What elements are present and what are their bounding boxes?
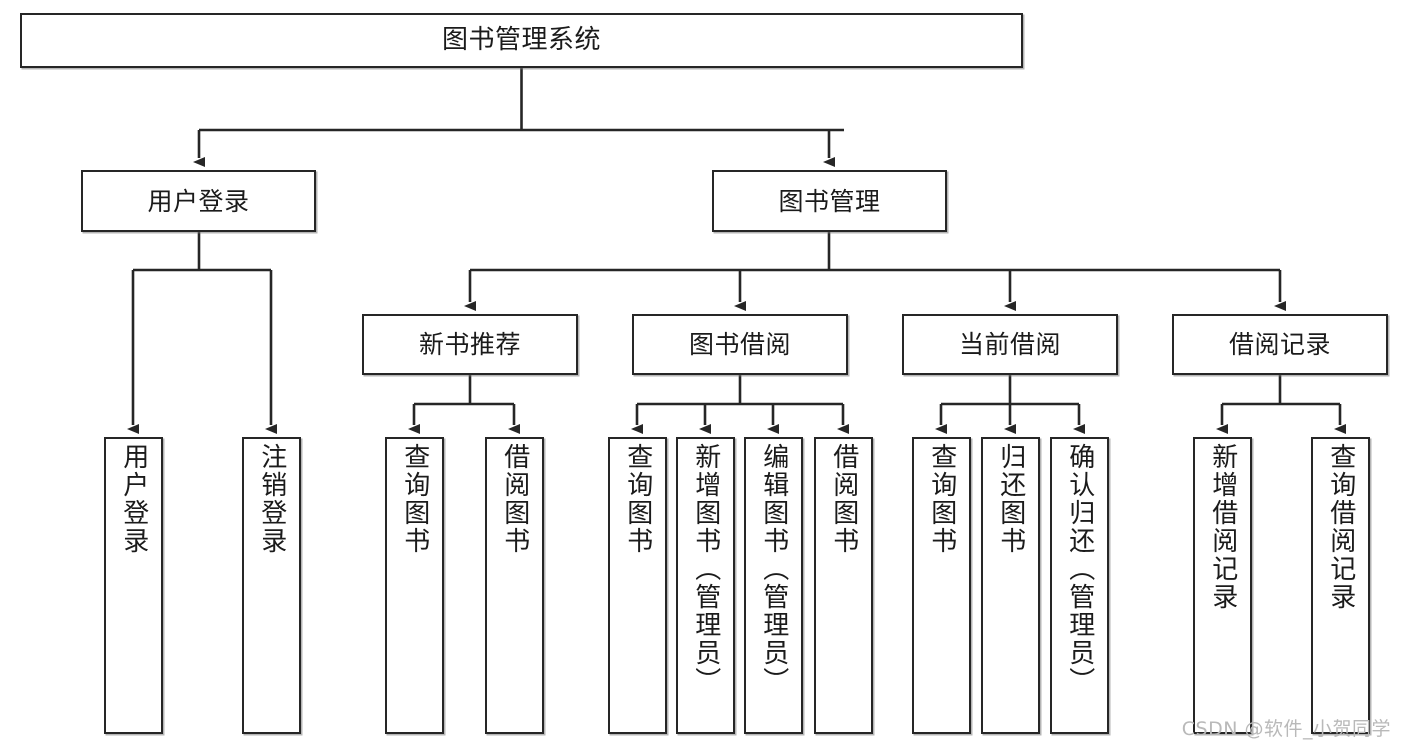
node-leaf-add-record[interactable]: 新增借阅记录 bbox=[1193, 437, 1252, 734]
node-book-borrow-label: 图书借阅 bbox=[688, 330, 791, 359]
node-book-manage-label: 图书管理 bbox=[778, 186, 881, 216]
node-leaf-query-book-1[interactable]: 查询图书 bbox=[385, 437, 444, 734]
node-leaf-user-login-label: 用户登录 bbox=[118, 443, 149, 555]
node-leaf-user-logout[interactable]: 注销登录 bbox=[242, 437, 301, 734]
node-book-borrow[interactable]: 图书借阅 bbox=[632, 314, 848, 375]
node-current-borrow[interactable]: 当前借阅 bbox=[902, 314, 1118, 375]
node-book-manage[interactable]: 图书管理 bbox=[712, 170, 947, 232]
csdn-watermark: CSDN @软件_小贺同学 bbox=[1181, 718, 1391, 740]
node-leaf-confirm-return-label: 确认归还（管理员） bbox=[1064, 443, 1095, 695]
node-leaf-query-book-2[interactable]: 查询图书 bbox=[608, 437, 667, 734]
node-leaf-return-book[interactable]: 归还图书 bbox=[981, 437, 1040, 734]
node-user-login[interactable]: 用户登录 bbox=[81, 170, 316, 232]
node-leaf-return-book-label: 归还图书 bbox=[995, 443, 1026, 555]
node-leaf-borrow-book-1[interactable]: 借阅图书 bbox=[485, 437, 544, 734]
node-borrow-record-label: 借阅记录 bbox=[1228, 330, 1331, 359]
node-leaf-query-book-2-label: 查询图书 bbox=[622, 443, 653, 555]
node-leaf-add-book[interactable]: 新增图书（管理员） bbox=[676, 437, 735, 734]
node-leaf-query-book-3-label: 查询图书 bbox=[926, 443, 957, 555]
node-leaf-edit-book-label: 编辑图书（管理员） bbox=[758, 443, 789, 695]
node-root-label: 图书管理系统 bbox=[441, 25, 601, 56]
node-new-book-recommend-label: 新书推荐 bbox=[418, 330, 521, 359]
node-leaf-borrow-book-2[interactable]: 借阅图书 bbox=[814, 437, 873, 734]
node-leaf-borrow-book-1-label: 借阅图书 bbox=[499, 443, 530, 555]
node-leaf-add-record-label: 新增借阅记录 bbox=[1207, 443, 1238, 611]
node-leaf-query-record[interactable]: 查询借阅记录 bbox=[1311, 437, 1370, 734]
node-borrow-record[interactable]: 借阅记录 bbox=[1172, 314, 1388, 375]
node-current-borrow-label: 当前借阅 bbox=[958, 330, 1061, 359]
node-leaf-query-book-1-label: 查询图书 bbox=[399, 443, 430, 555]
node-leaf-borrow-book-2-label: 借阅图书 bbox=[828, 443, 859, 555]
node-user-login-label: 用户登录 bbox=[147, 186, 250, 216]
node-leaf-user-login[interactable]: 用户登录 bbox=[104, 437, 163, 734]
node-leaf-edit-book[interactable]: 编辑图书（管理员） bbox=[744, 437, 803, 734]
node-new-book-recommend[interactable]: 新书推荐 bbox=[362, 314, 578, 375]
node-leaf-query-book-3[interactable]: 查询图书 bbox=[912, 437, 971, 734]
node-leaf-add-book-label: 新增图书（管理员） bbox=[690, 443, 721, 695]
node-root[interactable]: 图书管理系统 bbox=[20, 13, 1023, 68]
node-leaf-user-logout-label: 注销登录 bbox=[256, 443, 287, 555]
node-leaf-query-record-label: 查询借阅记录 bbox=[1325, 443, 1356, 611]
node-leaf-confirm-return[interactable]: 确认归还（管理员） bbox=[1050, 437, 1109, 734]
